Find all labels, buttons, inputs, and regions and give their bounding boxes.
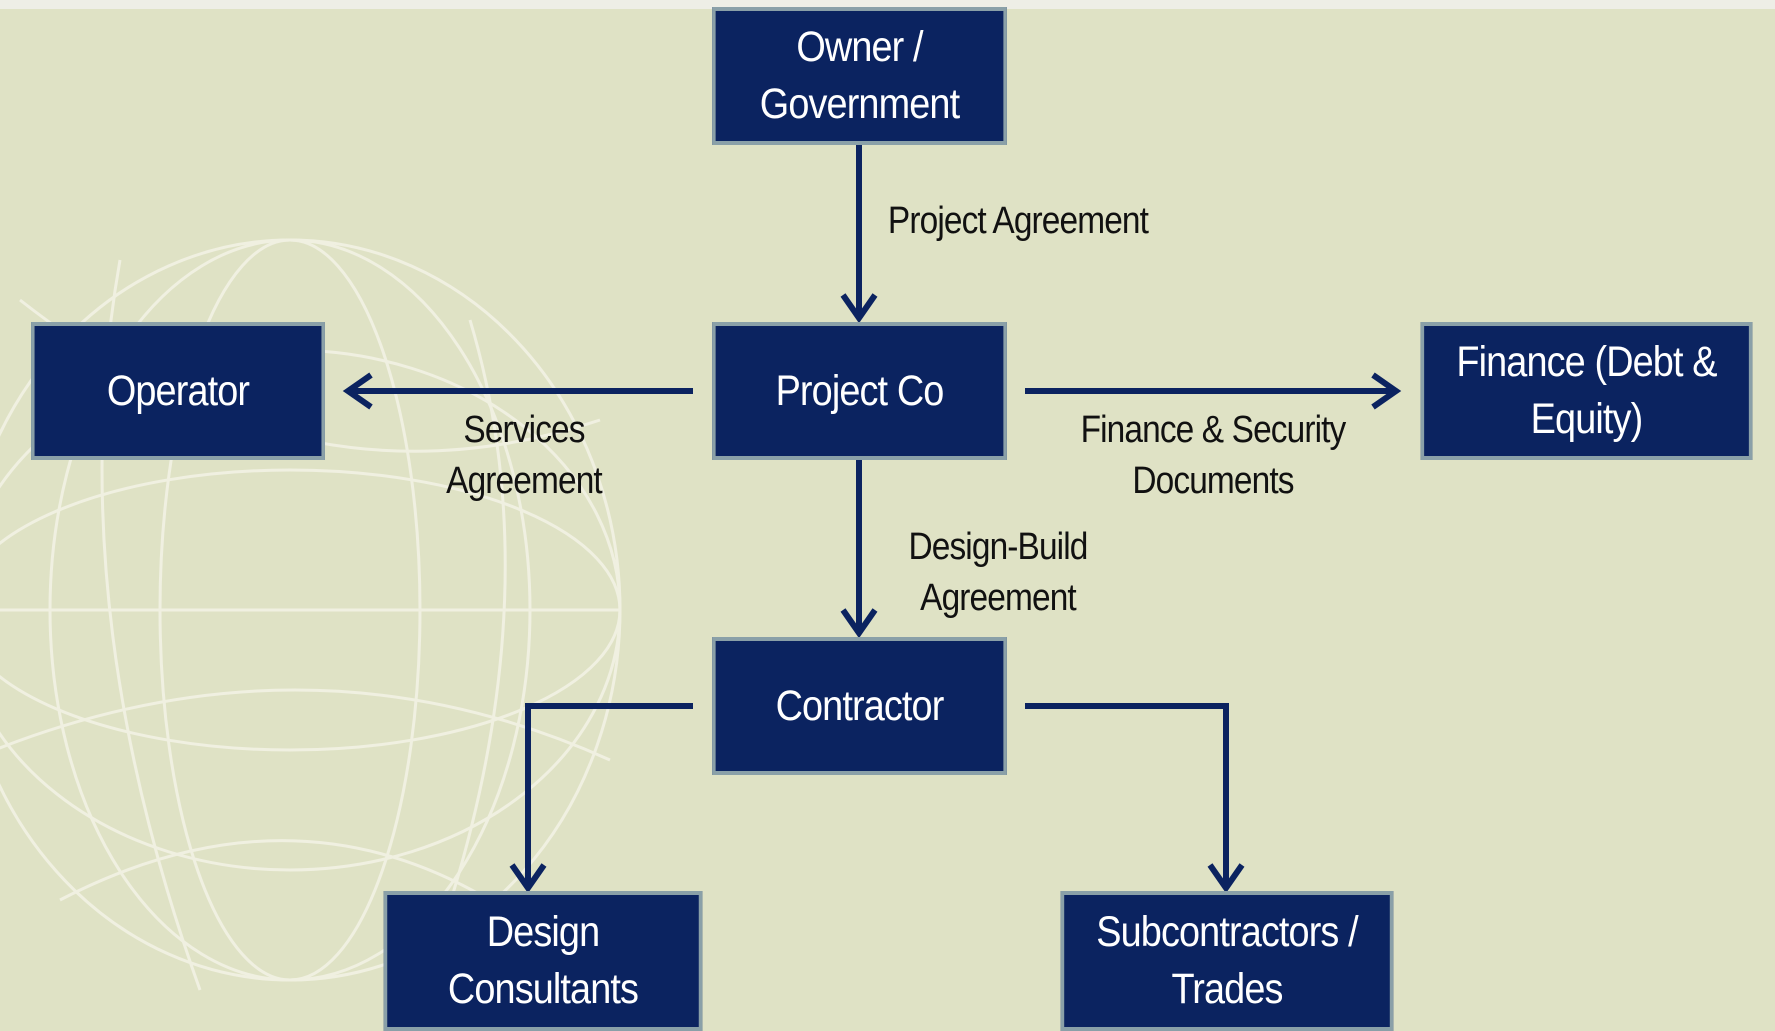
arrow-contractor-to-design-consultants [509,703,693,894]
arrow-contractor-to-subcontractors [1025,703,1245,894]
design-consultants-box: Design Consultants [383,891,703,1031]
owner-government-box: Owner / Government [712,7,1007,145]
arrow-projectco-to-operator [342,372,693,410]
project-co-box: Project Co [712,322,1007,460]
arrow-projectco-to-contractor [840,459,878,639]
contractor-box: Contractor [712,637,1007,775]
subcontractors-trades-box: Subcontractors / Trades [1060,891,1394,1031]
operator-box: Operator [31,322,325,460]
design-build-agreement-label: Design-Build Agreement [908,526,1088,619]
project-agreement-label: Project Agreement [887,200,1149,242]
finance-box: Finance (Debt & Equity) [1420,322,1753,460]
services-agreement-label: Services Agreement [446,409,603,502]
top-strip [0,0,1775,9]
finance-security-documents-label: Finance & Security Documents [1080,409,1347,502]
arrow-owner-to-projectco [840,145,878,324]
arrow-projectco-to-finance [1025,372,1402,410]
